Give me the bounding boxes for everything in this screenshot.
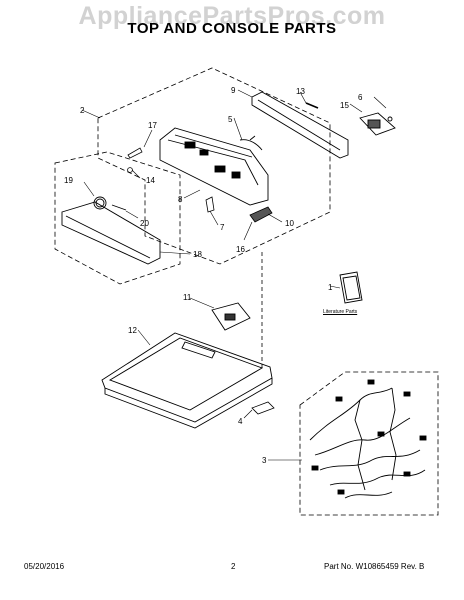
main-top — [101, 332, 273, 429]
footer-page: 2 — [231, 562, 236, 571]
callout-7: 7 — [220, 223, 225, 232]
callout-12: 12 — [128, 326, 137, 335]
top-assembly-outline — [97, 67, 331, 265]
part-7 — [205, 196, 215, 213]
console-trim — [251, 91, 349, 159]
callout-11: 11 — [183, 293, 192, 302]
callout-1: 1 — [328, 283, 333, 292]
ui-bracket — [359, 112, 396, 136]
callout-15: 15 — [340, 101, 349, 110]
callout-9: 9 — [231, 86, 236, 95]
callout-6: 6 — [358, 93, 363, 102]
callout-20: 20 — [140, 219, 149, 228]
clip-17 — [127, 147, 143, 159]
callout-17: 17 — [148, 121, 157, 130]
callout-4: 4 — [238, 417, 243, 426]
footer-part-no: Part No. W10865459 Rev. B — [324, 562, 425, 571]
literature-bag — [339, 271, 363, 304]
console-panel — [159, 127, 269, 206]
callout-13: 13 — [296, 87, 305, 96]
literature-parts-label: Literature Parts — [323, 309, 358, 315]
callout-19: 19 — [64, 176, 73, 185]
knob-part — [93, 196, 127, 211]
main-wire-harness — [309, 379, 427, 499]
footer-date: 05/20/2016 — [24, 562, 65, 571]
callout-3: 3 — [262, 456, 267, 465]
control-panel-front — [61, 198, 161, 265]
watermark: AppliancePartsPros.com — [78, 2, 386, 30]
callout-2: 2 — [80, 106, 85, 115]
bracket-11 — [211, 302, 251, 331]
part-16 — [249, 206, 273, 223]
harness-outline — [299, 371, 439, 516]
callout-16: 16 — [236, 245, 245, 254]
badge-part — [305, 102, 319, 109]
callout-18: 18 — [193, 250, 202, 259]
callout-8: 8 — [178, 195, 183, 204]
callout-5: 5 — [228, 115, 233, 124]
callout-14: 14 — [146, 176, 155, 185]
part-4 — [251, 401, 275, 415]
console-assembly-outline — [54, 151, 181, 285]
console-wire — [239, 135, 263, 151]
callout-10: 10 — [285, 219, 294, 228]
page-title: TOP AND CONSOLE PARTS — [127, 20, 337, 37]
screw-14 — [127, 167, 133, 173]
